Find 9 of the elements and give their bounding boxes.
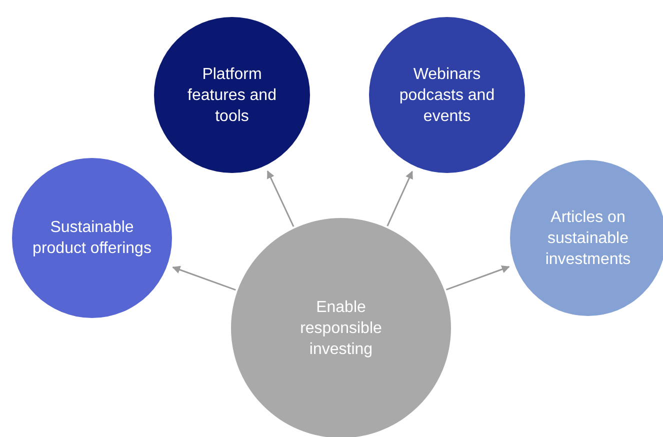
arrow <box>386 170 413 226</box>
arrow <box>266 170 294 227</box>
node-label: Sustainable product offerings <box>32 218 152 259</box>
arrow <box>172 266 236 291</box>
node-label: Enable responsible investing <box>299 298 383 360</box>
arrow <box>446 265 510 290</box>
node-label: Webinars podcasts and events <box>398 64 496 126</box>
node-label: Platform features and tools <box>186 64 278 126</box>
node-label: Articles on sustainable investments <box>544 208 632 270</box>
